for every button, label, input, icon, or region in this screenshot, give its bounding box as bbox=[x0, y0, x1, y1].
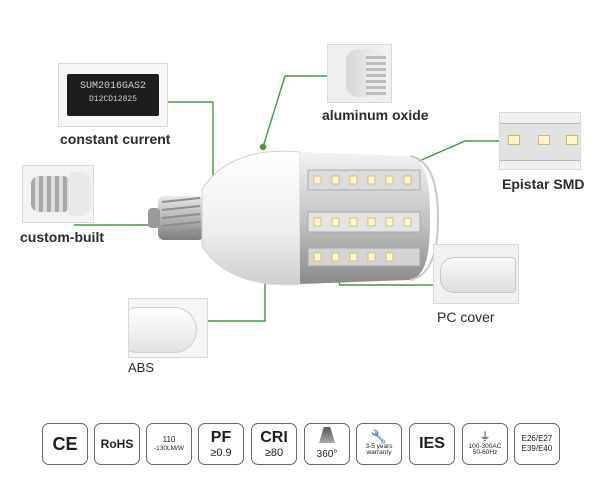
warranty-line1: 3-5 years bbox=[365, 442, 393, 450]
voltage-line1: 100-300AC bbox=[468, 442, 502, 450]
chip-marking-line2: D12CD12825 bbox=[88, 95, 137, 104]
plug-icon: ⏚ bbox=[479, 430, 491, 443]
cri-badge: CRI ≥80 bbox=[251, 423, 297, 465]
abs-image bbox=[128, 298, 208, 358]
beam-angle-badge: 360° bbox=[304, 423, 350, 465]
ce-mark: CE bbox=[52, 434, 78, 454]
screw-base bbox=[148, 196, 204, 240]
cri-title: CRI bbox=[260, 428, 288, 446]
ce-badge: CE bbox=[42, 423, 88, 465]
chip-marking-line1: SUM2016GAS2 bbox=[79, 81, 146, 92]
voltage-line2: 50-60Hz bbox=[472, 449, 498, 456]
beam-icon bbox=[319, 427, 335, 443]
rohs-badge: RoHS bbox=[94, 423, 140, 465]
epistar-smd-label: Epistar SMD bbox=[502, 176, 585, 192]
ies-mark: IES bbox=[419, 435, 445, 452]
base-line2: E39/E40 bbox=[521, 444, 553, 453]
driver-chip: SUM2016GAS2 D12CD12825 bbox=[67, 74, 159, 116]
aluminum-oxide-label: aluminum oxide bbox=[322, 107, 429, 123]
pc-cover-image bbox=[433, 244, 519, 304]
cri-value: ≥80 bbox=[264, 446, 284, 459]
voltage-badge: ⏚ 100-300AC 50-60Hz bbox=[462, 423, 508, 465]
epistar-smd-image bbox=[499, 112, 581, 170]
led-corn-bulb bbox=[148, 150, 440, 286]
beam-value: 360° bbox=[316, 449, 338, 460]
abs-label: ABS bbox=[128, 360, 155, 375]
efficacy-line2: -130LM/W bbox=[154, 444, 184, 452]
pc-cover-label: PC cover bbox=[437, 309, 495, 325]
rohs-mark: RoHS bbox=[100, 437, 134, 451]
wrench-icon: 🔧 bbox=[370, 428, 388, 444]
aluminum-oxide-image bbox=[327, 44, 392, 103]
constant-current-image: SUM2016GAS2 D12CD12825 bbox=[58, 63, 168, 127]
warranty-line2: warranty bbox=[366, 449, 392, 456]
efficacy-badge: 110 -130LM/W bbox=[146, 423, 192, 465]
custom-built-image bbox=[22, 165, 94, 223]
pf-badge: PF ≥0.9 bbox=[198, 423, 244, 465]
efficacy-line1: 110 bbox=[162, 434, 176, 444]
pf-value: ≥0.9 bbox=[210, 446, 232, 459]
ies-badge: IES bbox=[409, 423, 455, 465]
custom-built-label: custom-built bbox=[20, 229, 104, 245]
pf-title: PF bbox=[210, 428, 232, 446]
base-type-badge: E26/E27 E39/E40 bbox=[514, 423, 560, 465]
base-line1: E26/E27 bbox=[521, 434, 553, 443]
warranty-badge: 🔧 3-5 years warranty bbox=[356, 423, 402, 465]
constant-current-label: constant current bbox=[60, 131, 171, 147]
